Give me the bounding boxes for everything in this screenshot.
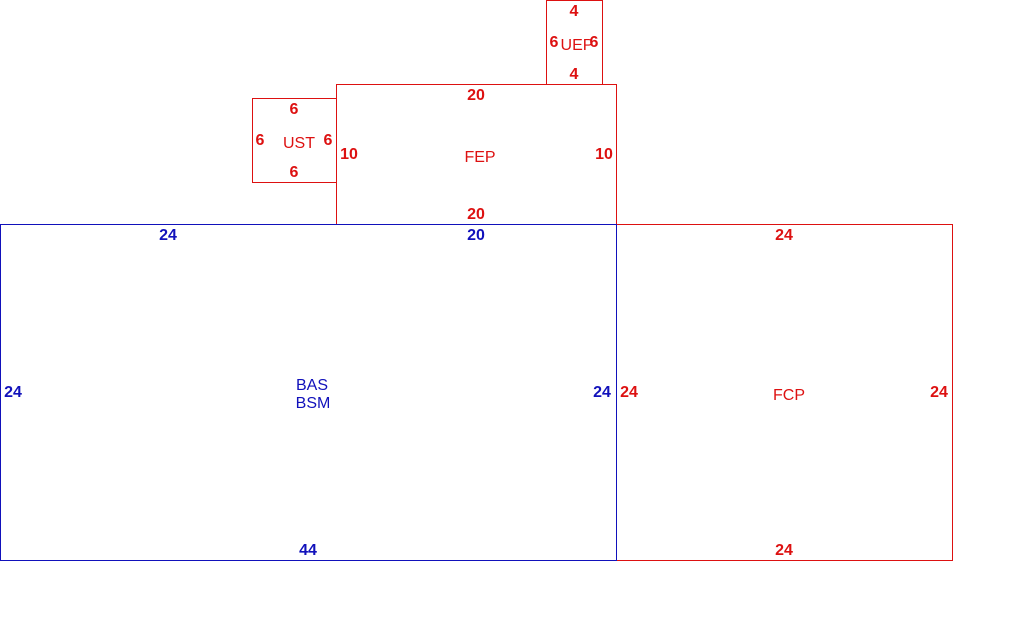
bas-dim-bottom: 44 <box>299 542 317 559</box>
fep-dim-top: 20 <box>467 87 485 104</box>
fcp-dim-left: 24 <box>620 384 638 401</box>
fcp-dim-top: 24 <box>775 227 793 244</box>
bas-outline <box>0 224 617 561</box>
fcp-dim-bottom: 24 <box>775 542 793 559</box>
ust-label: UST <box>283 135 315 152</box>
ust-dim-bottom: 6 <box>290 164 299 181</box>
bas-dim-right: 24 <box>593 384 611 401</box>
bas-label-line1: BAS <box>296 377 328 394</box>
fep-dim-right: 10 <box>595 146 613 163</box>
area-uep[interactable]: 4 6 UEP 6 4 <box>546 0 603 85</box>
area-bas[interactable]: 24 20 24 BAS BSM 24 44 <box>0 224 617 561</box>
fep-dim-left: 10 <box>340 146 358 163</box>
fcp-dim-right: 24 <box>930 384 948 401</box>
fep-dim-bottom: 20 <box>467 206 485 223</box>
fep-label: FEP <box>464 149 495 166</box>
ust-dim-right: 6 <box>324 132 333 149</box>
bas-dim-top-mid: 20 <box>467 227 485 244</box>
uep-dim-bottom: 4 <box>570 66 579 83</box>
area-ust[interactable]: 6 6 UST 6 6 <box>252 98 337 183</box>
uep-dim-right: 6 <box>590 34 599 51</box>
area-fcp[interactable]: 24 24 FCP 24 24 <box>616 224 953 561</box>
bas-dim-top-left: 24 <box>159 227 177 244</box>
uep-label: UEP <box>561 37 594 54</box>
bas-dim-left: 24 <box>4 384 22 401</box>
uep-dim-left: 6 <box>550 34 559 51</box>
area-fep[interactable]: 20 10 FEP 10 20 <box>336 84 617 225</box>
bas-label-line2: BSM <box>296 395 331 412</box>
ust-dim-top: 6 <box>290 101 299 118</box>
uep-dim-top: 4 <box>570 3 579 20</box>
ust-dim-left: 6 <box>256 132 265 149</box>
fcp-label: FCP <box>773 387 805 404</box>
